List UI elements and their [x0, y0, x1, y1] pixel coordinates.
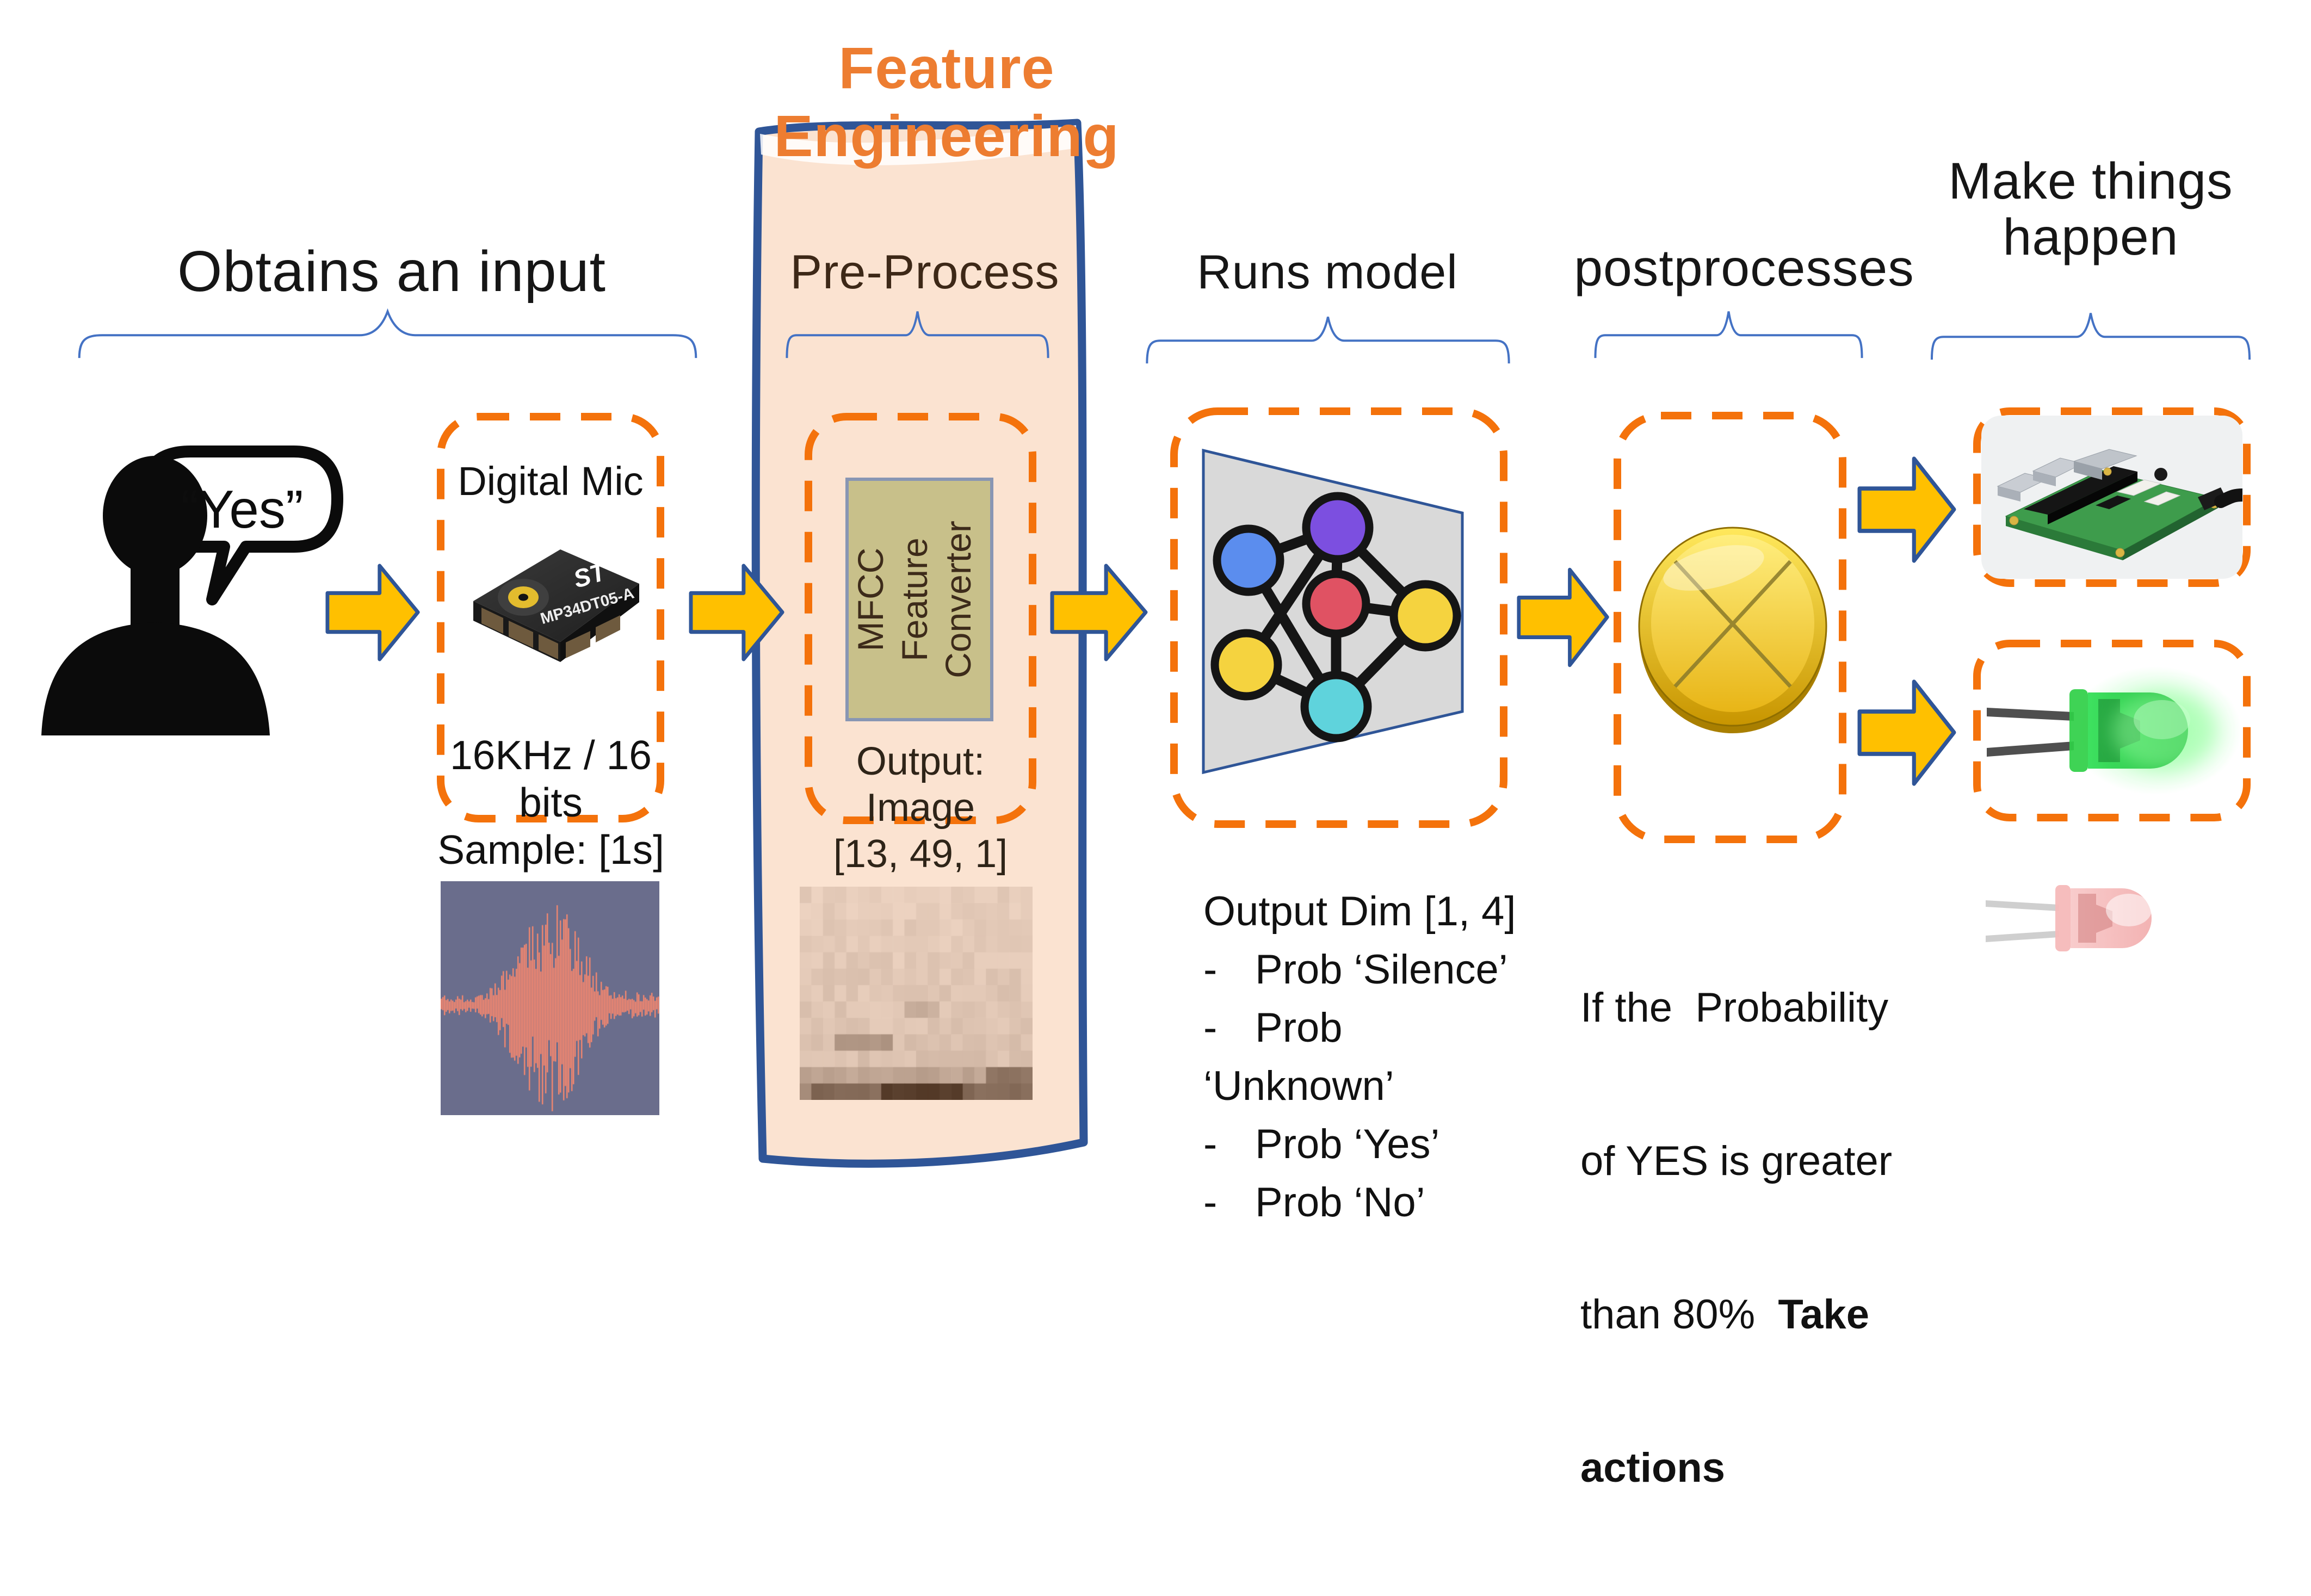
model-output-title: Output Dim [1, 4]	[1203, 888, 1516, 935]
nn-nodes	[1210, 492, 1461, 743]
flow-arrow-icon-5	[1857, 456, 1956, 563]
coin-x-mark	[1673, 560, 1792, 688]
audio-waveform-image	[441, 881, 659, 1115]
neural-network-icon	[1202, 448, 1464, 775]
mic-spec-rate: 16KHz / 16 bits	[449, 732, 652, 825]
brace-model	[1145, 313, 1511, 364]
flow-arrow-icon-6	[1857, 679, 1956, 786]
nn-node-yellow-right	[1389, 580, 1461, 652]
nn-node-purple	[1302, 492, 1374, 564]
diagram-canvas: Feature Engineering Obtains an input Pre…	[41, 35, 2251, 1491]
model-output-item: -Prob ‘No’	[1203, 1179, 1425, 1226]
panel-top-wave	[760, 125, 1077, 165]
mfcc-output-line2: [13, 49, 1]	[833, 832, 1008, 876]
brace-actuate	[1930, 309, 2251, 361]
mic-spec-sample: Sample: [1s]	[437, 827, 664, 873]
mfcc-line-2: Feature	[894, 537, 935, 661]
mic-dashed-box	[437, 413, 664, 822]
mfcc-line-3: Converter	[938, 521, 979, 678]
model-output-item: -Prob ‘Yes’	[1203, 1121, 1440, 1167]
person-silhouette-icon	[41, 446, 343, 735]
raspberry-pi-dashed-box	[1973, 407, 2251, 587]
flow-arrow-icon-3	[1050, 564, 1148, 661]
model-output-item: -Prob ‘Silence’	[1203, 947, 1508, 993]
gold-action-button-icon	[1638, 527, 1827, 733]
mfcc-output-label: Output: Image [13, 49, 1]	[804, 739, 1037, 877]
red-led-off-icon	[1986, 885, 2152, 951]
stage-heading-preprocess: Pre-Process	[790, 245, 1060, 299]
nn-node-cyan	[1300, 671, 1372, 743]
flow-arrow-icon-1	[325, 564, 420, 661]
feature-engineering-title: Feature Engineering	[774, 35, 1120, 169]
mems-microphone-chip-image: ST MP34DT05-A	[473, 549, 639, 662]
rule-line-2: of YES is greater	[1580, 1138, 1893, 1184]
raspberry-pi-image	[1981, 416, 2242, 579]
nn-node-red	[1302, 570, 1370, 638]
stage-heading-obtain: Obtains an input	[177, 239, 606, 304]
brace-postprocess	[1594, 307, 1863, 359]
rule-line-4: actions	[1580, 1445, 1726, 1491]
nn-node-blue	[1213, 524, 1284, 596]
mic-specs: 16KHz / 16 bits Sample: [1s]	[430, 732, 672, 874]
postprocess-rule-text: If the Probability of YES is greater tha…	[1580, 880, 1934, 1596]
model-output-block: Output Dim [1, 4] -Prob ‘Silence’ -Prob …	[1203, 882, 1541, 1232]
green-led-on-icon	[1987, 666, 2241, 795]
rule-line-3: than 80% Take	[1580, 1291, 1869, 1338]
stage-heading-actuate: Make things happen	[1948, 152, 2233, 266]
nn-node-yellow-left	[1210, 629, 1282, 701]
mic-title: Digital Mic	[458, 459, 644, 504]
mfcc-output-line1: Output: Image	[856, 740, 985, 830]
model-output-item: -Prob ‘Unknown’	[1203, 1005, 1394, 1109]
stage-heading-postprocess: postprocesses	[1574, 239, 1914, 297]
model-dashed-box	[1170, 407, 1507, 828]
green-led-dashed-box	[1973, 640, 2251, 821]
rule-line-1: If the Probability	[1580, 985, 1889, 1031]
stage-heading-model: Runs model	[1197, 245, 1458, 299]
flow-arrow-icon-2	[689, 564, 784, 661]
brace-obtain	[76, 307, 699, 359]
mfcc-dashed-box	[805, 413, 1036, 824]
mfcc-converter-block: MFCC Feature Converter	[845, 478, 993, 721]
flow-arrow-icon-4	[1517, 567, 1609, 667]
postprocess-dashed-box	[1614, 412, 1846, 843]
speech-text: “Yes”	[181, 479, 304, 539]
mfcc-line-1: MFCC	[850, 547, 891, 652]
brace-preprocess	[786, 307, 1049, 359]
mfcc-spectrogram-image	[800, 887, 1033, 1100]
